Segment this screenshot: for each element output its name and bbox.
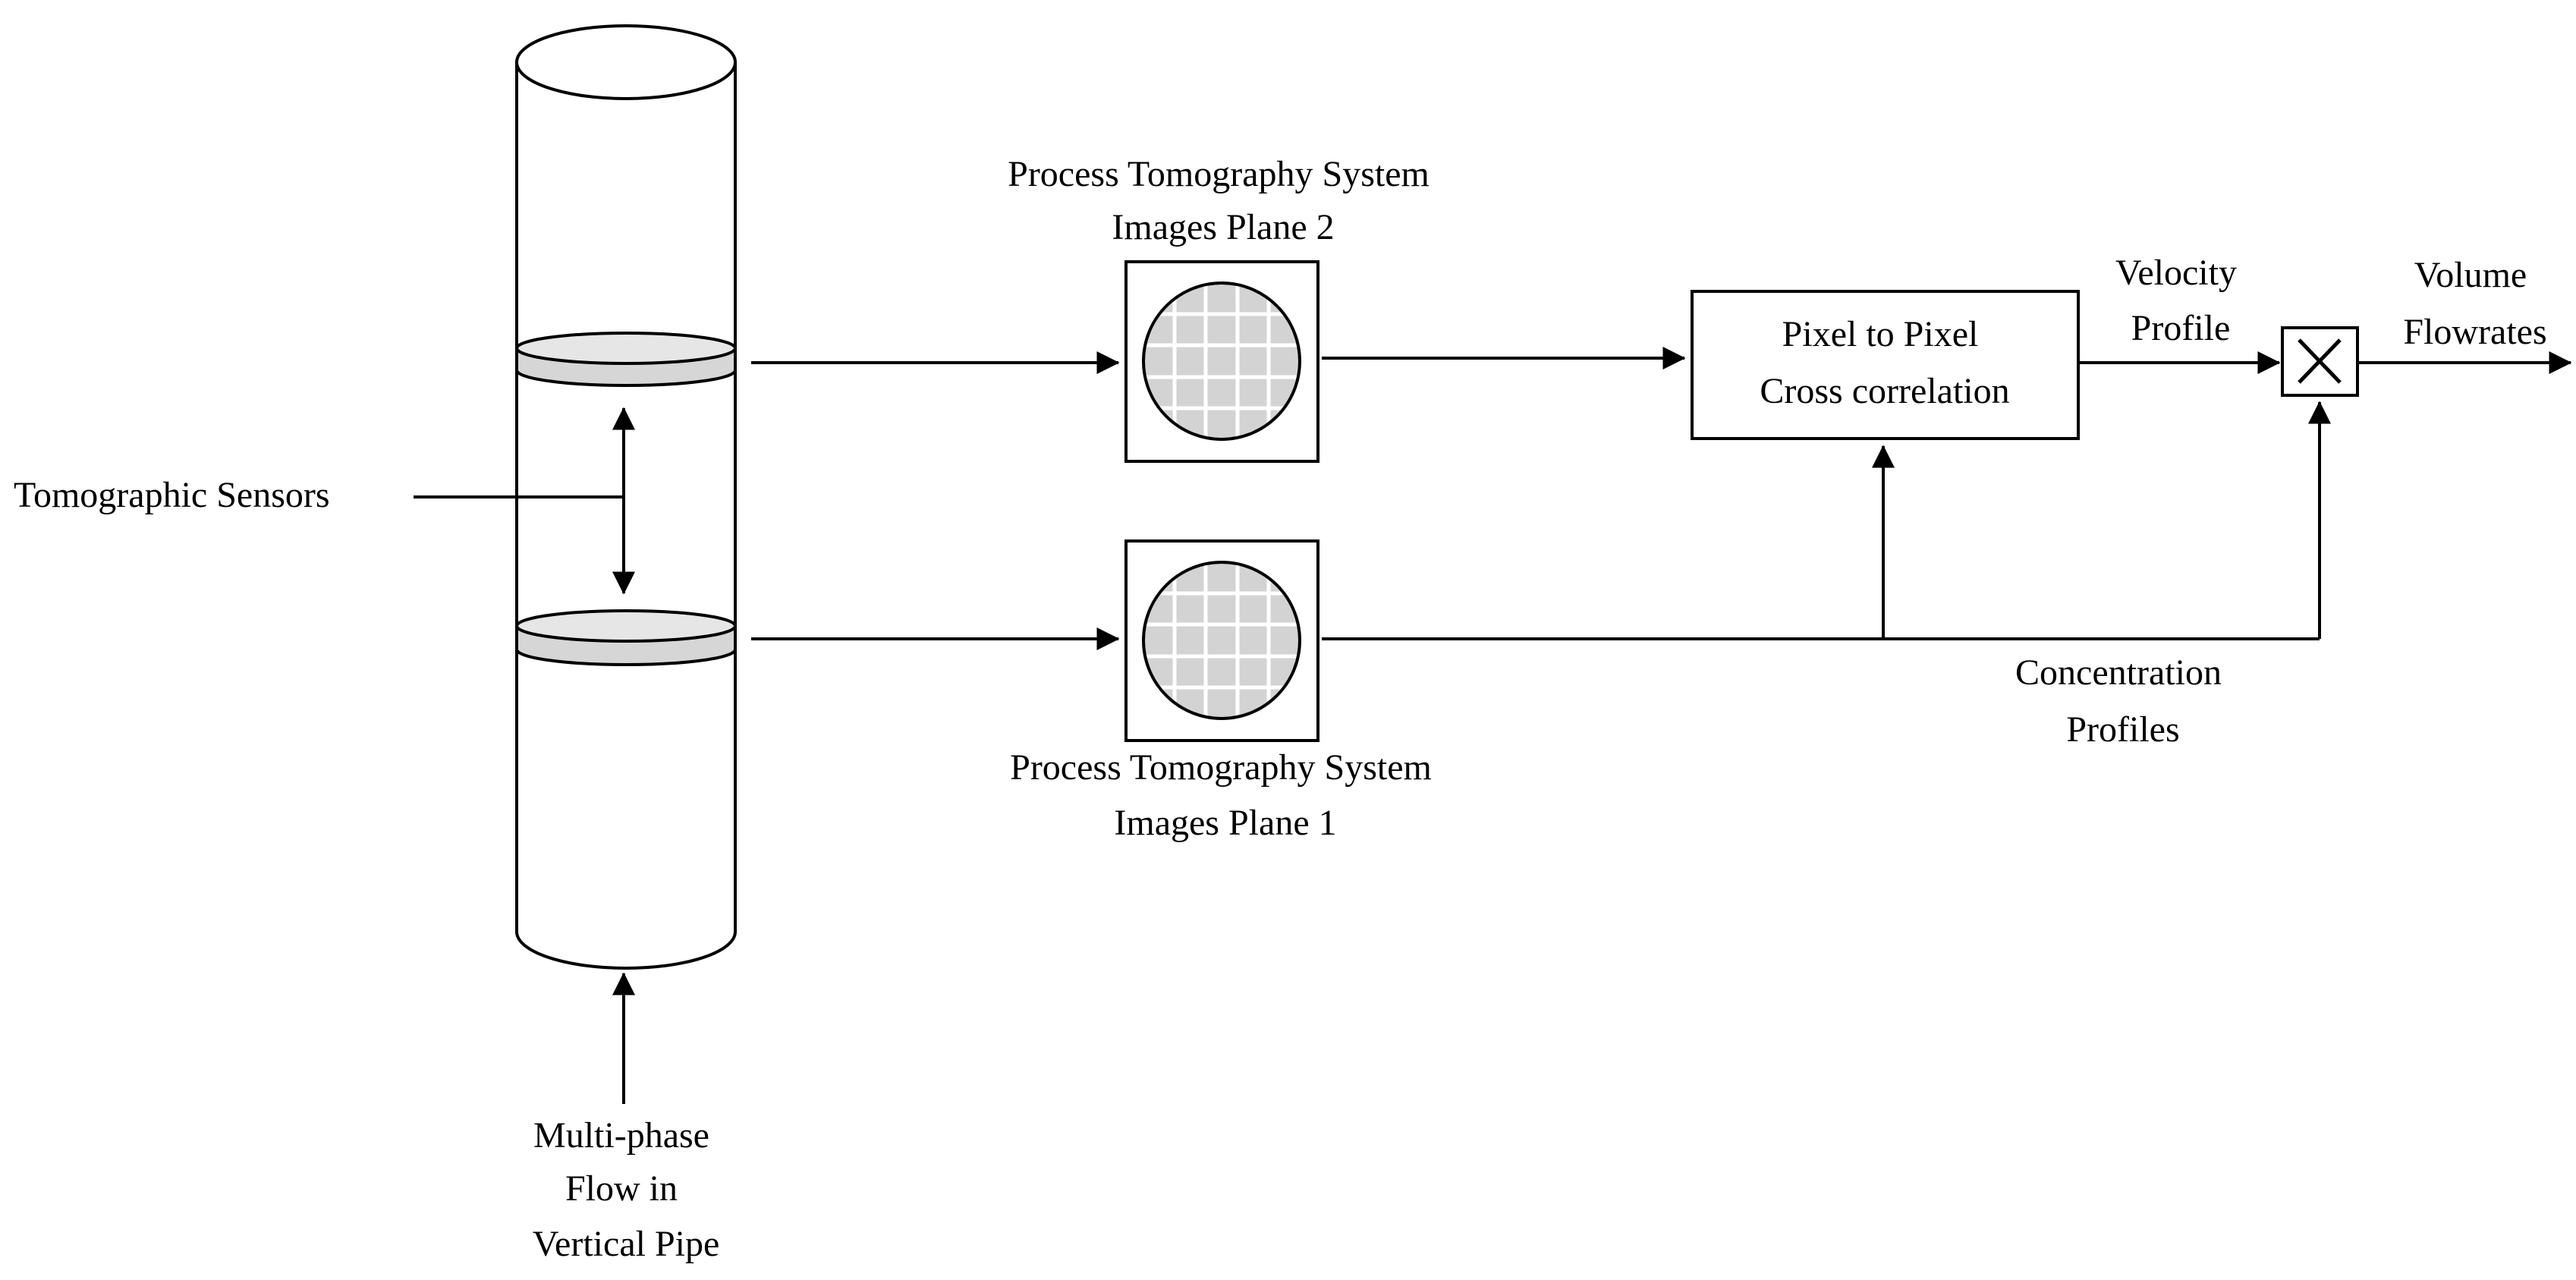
velocity-profile-label: Velocity Profile bbox=[2115, 253, 2246, 348]
image-plane-2-box bbox=[1124, 260, 1319, 463]
sensor-ring-plane-2 bbox=[515, 332, 737, 387]
multiply-icon bbox=[2298, 338, 2342, 384]
plane-2-title: Process Tomography System Images Plane 2 bbox=[1008, 154, 1439, 247]
plane-1-title-line-1: Process Tomography System bbox=[1010, 747, 1432, 788]
sensor-ring-plane-1 bbox=[515, 609, 737, 666]
volume-flowrates-line-1: Volume bbox=[2414, 255, 2527, 295]
tomography-grid-icon bbox=[1142, 561, 1301, 720]
vertical-pipe bbox=[515, 24, 737, 970]
cross-correlation-block: Pixel to Pixel Cross correlation bbox=[1691, 290, 2080, 440]
concentration-profiles-label: Concentration Profiles bbox=[2015, 653, 2231, 750]
cross-correlation-line-2: Cross correlation bbox=[1760, 371, 2009, 411]
velocity-profile-line-1: Velocity bbox=[2115, 253, 2237, 293]
input-flow-line-2: Flow in bbox=[565, 1168, 678, 1209]
volume-flowrates-label: Volume Flowrates bbox=[2403, 255, 2546, 352]
input-flow-line-3: Vertical Pipe bbox=[533, 1224, 720, 1264]
pipe-bottom-arc bbox=[515, 931, 737, 970]
plane-1-title-line-2: Images Plane 1 bbox=[1114, 803, 1336, 843]
pipe-top-ellipse bbox=[515, 24, 737, 100]
input-flow-line-1: Multi-phase bbox=[533, 1115, 709, 1156]
multiplier-block bbox=[2281, 326, 2359, 397]
tomographic-sensors-label: Tomographic Sensors bbox=[14, 475, 330, 515]
volume-flowrates-line-2: Flowrates bbox=[2403, 312, 2546, 352]
image-plane-1-box bbox=[1124, 539, 1319, 742]
input-flow-label: Multi-phase Flow in Vertical Pipe bbox=[533, 1115, 720, 1264]
plane-1-title: Process Tomography System Images Plane 1 bbox=[1010, 747, 1441, 843]
cross-correlation-line-1: Pixel to Pixel bbox=[1782, 314, 1979, 354]
plane-2-title-line-1: Process Tomography System bbox=[1008, 154, 1430, 194]
velocity-profile-line-2: Profile bbox=[2131, 308, 2231, 348]
tomography-grid-icon bbox=[1142, 281, 1301, 441]
cross-correlation-label: Pixel to Pixel Cross correlation bbox=[1760, 314, 2009, 411]
concentration-profiles-line-2: Profiles bbox=[2066, 709, 2179, 750]
concentration-profiles-line-1: Concentration bbox=[2015, 653, 2222, 693]
plane-2-title-line-2: Images Plane 2 bbox=[1112, 207, 1334, 247]
